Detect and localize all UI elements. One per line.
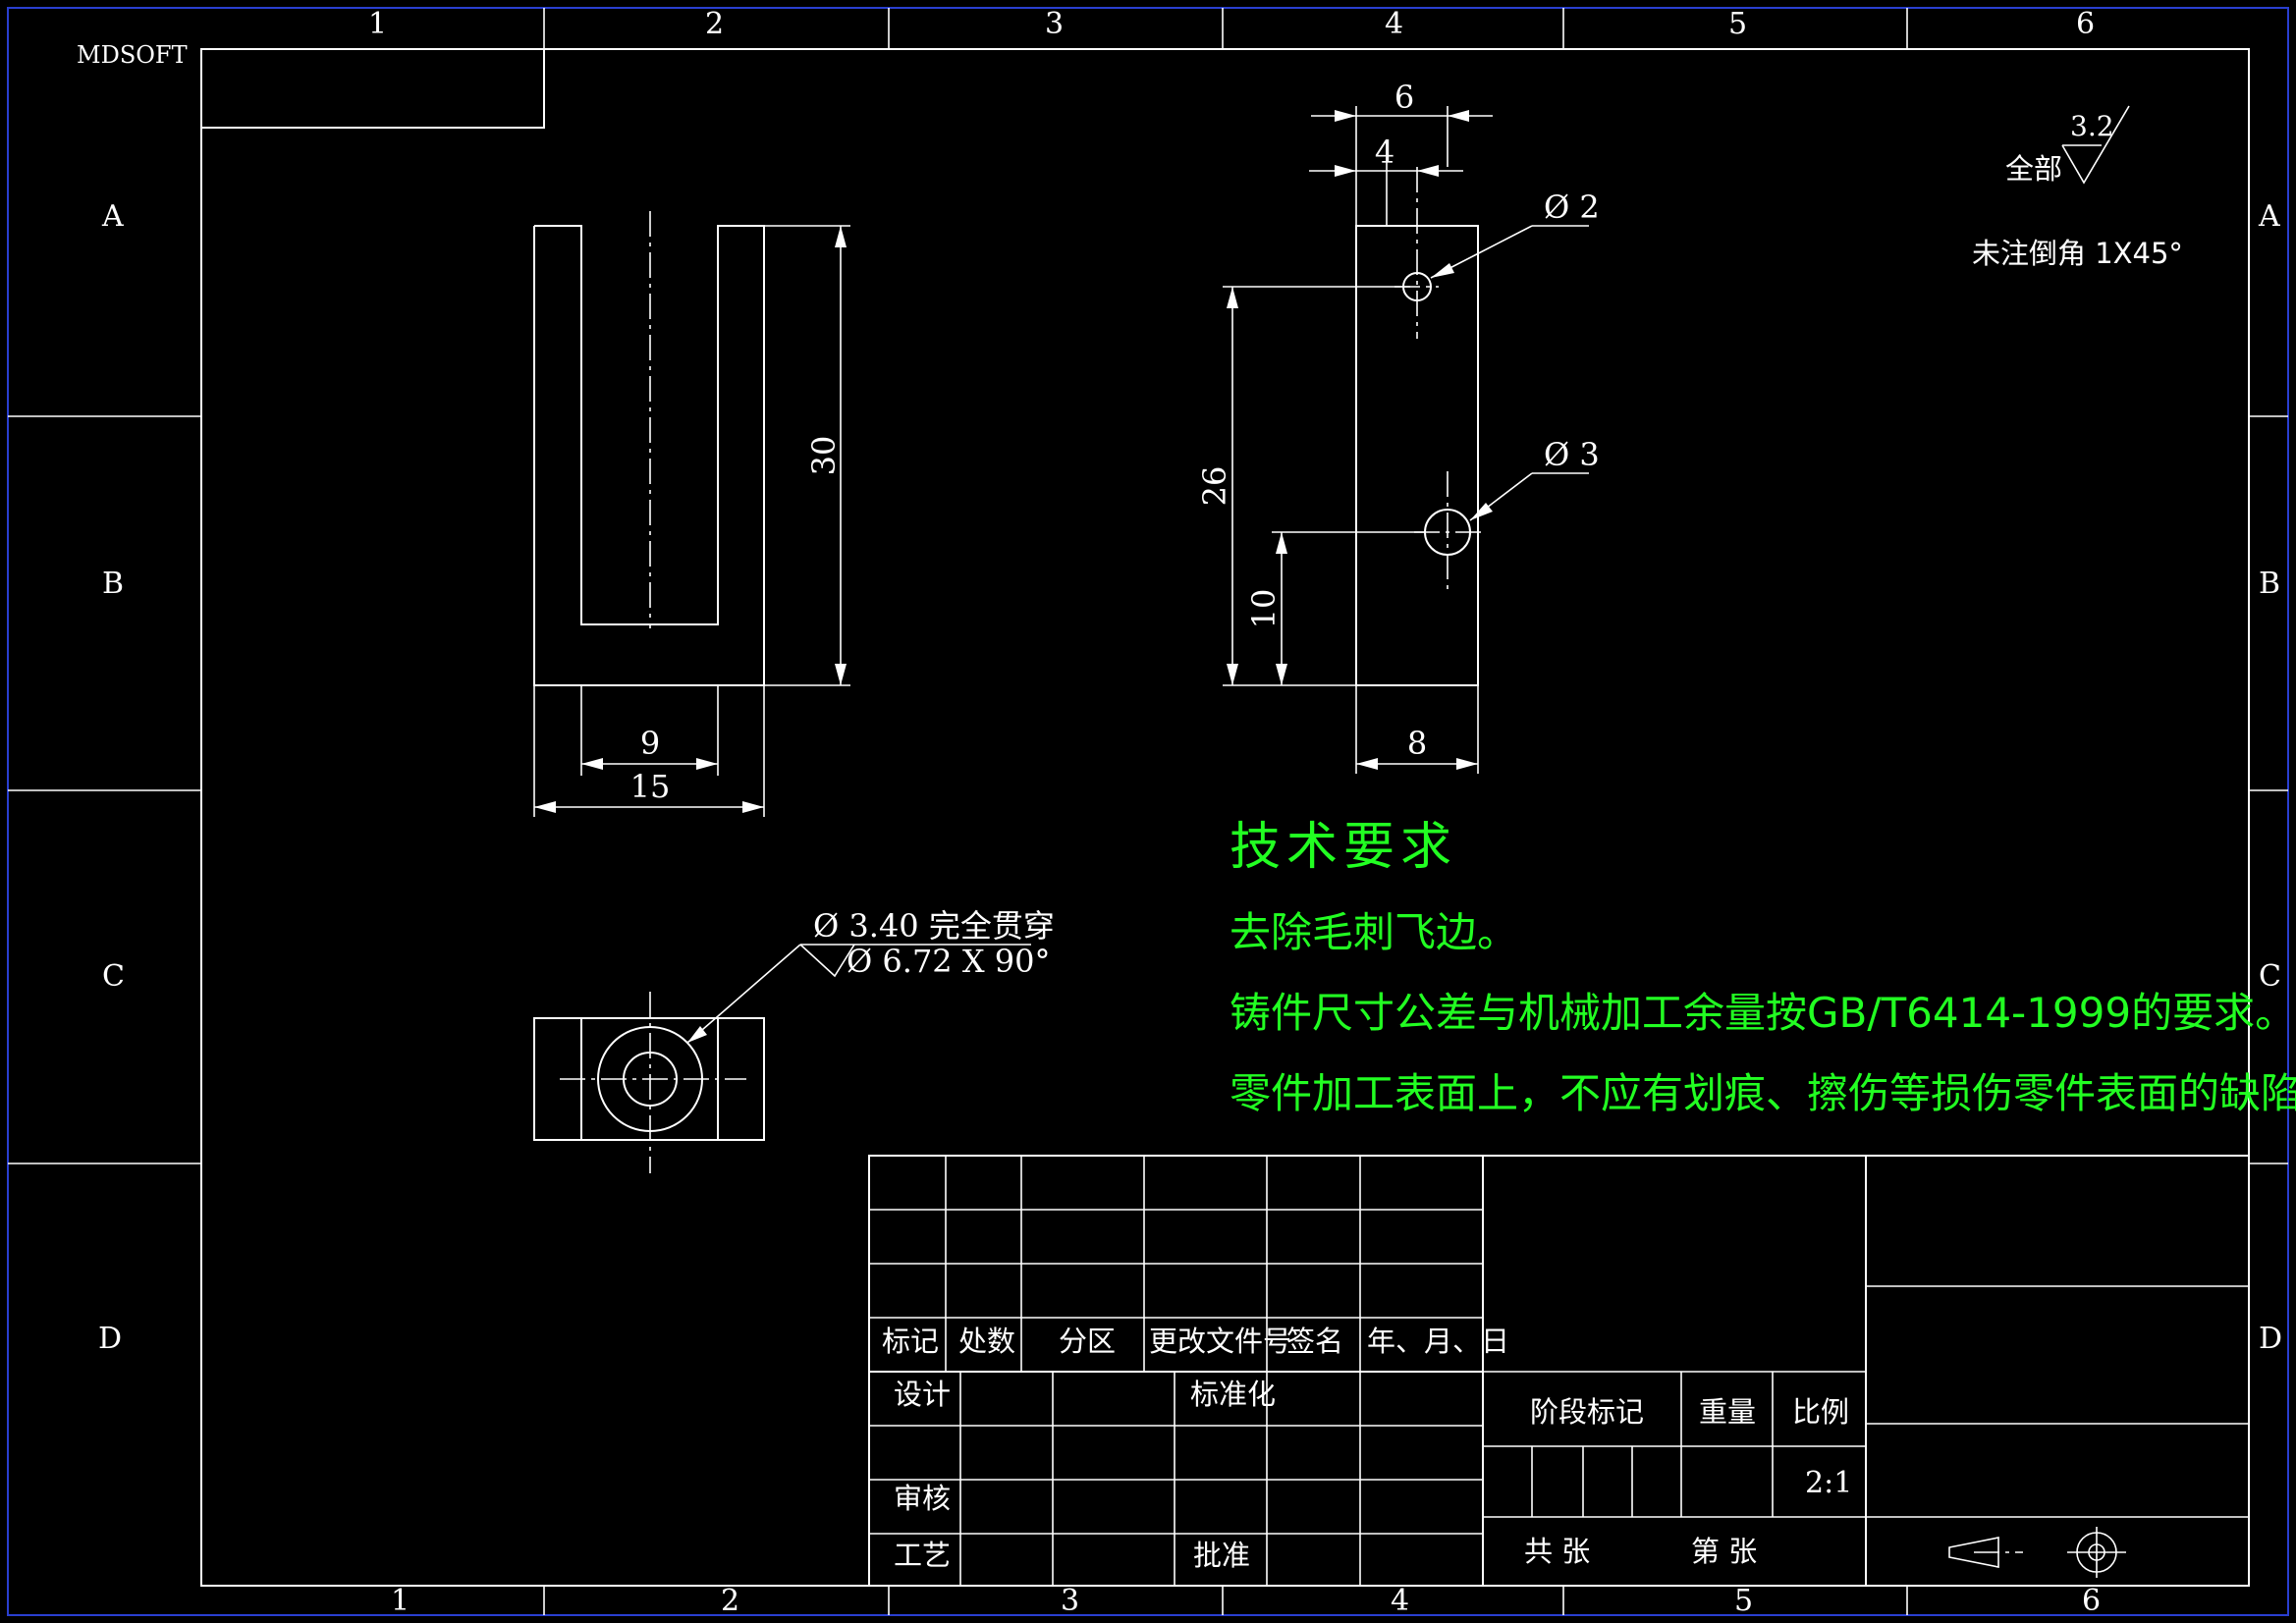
scale-label: 比例 <box>1792 1395 1849 1429</box>
hole-lower-label: Ø 3 <box>1544 436 1600 473</box>
review-label: 审核 <box>894 1482 951 1515</box>
zone-labels-top: 1 2 3 4 5 6 <box>368 7 2095 41</box>
zone-col-4-bottom: 4 <box>1391 1584 1409 1618</box>
zone-col-6: 6 <box>2076 7 2095 41</box>
zone-col-1-bottom: 1 <box>391 1584 410 1618</box>
zone-labels-bottom: 1 2 3 4 5 6 <box>391 1584 2101 1618</box>
roughness-label: 全部 <box>2005 152 2062 186</box>
zone-col-2: 2 <box>705 7 724 41</box>
tech-requirements: 技术要求 去除毛刺飞边。 铸件尺寸公差与机械加工余量按GB/T6414-1999… <box>1230 818 2296 1117</box>
standardization-label: 标准化 <box>1190 1378 1276 1411</box>
zone-row-c-right: C <box>2259 959 2281 994</box>
zone-row-a: A <box>101 199 124 234</box>
zone-row-b-right: B <box>2259 567 2280 601</box>
dim-10: 10 <box>1245 589 1283 629</box>
dim-9: 9 <box>640 725 660 762</box>
design-label: 设计 <box>894 1378 951 1411</box>
zone-col-3-bottom: 3 <box>1061 1584 1079 1618</box>
front-view: 30 9 15 <box>533 211 850 817</box>
rev-header-doc: 更改文件号 <box>1149 1325 1291 1358</box>
dim-6: 6 <box>1394 79 1414 116</box>
zone-row-b: B <box>102 567 124 601</box>
rev-header-sign: 签名 <box>1286 1325 1343 1358</box>
rev-header-zone: 分区 <box>1059 1325 1116 1358</box>
approve-label: 批准 <box>1193 1539 1250 1572</box>
zone-row-d-right: D <box>2259 1322 2282 1356</box>
zone-col-4: 4 <box>1385 7 1403 41</box>
roughness-value: 3.2 <box>2070 110 2114 142</box>
scale-value: 2:1 <box>1805 1466 1852 1500</box>
chamfer-note: 未注倒角 1X45° <box>1972 237 2183 270</box>
hole-upper-label: Ø 2 <box>1544 189 1600 226</box>
hole-callout-line2: Ø 6.72 X 90° <box>847 943 1051 980</box>
zone-labels-right: A B C D <box>2258 199 2282 1356</box>
zone-col-1: 1 <box>368 7 387 41</box>
side-view: 6 4 Ø 2 Ø 3 26 10 8 <box>1196 79 1600 774</box>
rev-header-date: 年、月、日 <box>1367 1325 1509 1358</box>
process-label: 工艺 <box>894 1539 951 1572</box>
roughness-symbol: 3.2 全部 <box>2005 105 2130 186</box>
rev-header-mark: 标记 <box>882 1325 939 1358</box>
revision-headers: 标记 处数 分区 更改文件号 签名 年、月、日 <box>882 1325 1509 1358</box>
outer-border <box>7 7 2289 1616</box>
top-view: Ø 3.40 完全贯穿 Ø 6.72 X 90° <box>533 907 1055 1173</box>
zone-col-5: 5 <box>1728 7 1747 41</box>
zone-dividers <box>8 8 2288 1615</box>
code-box <box>201 49 545 129</box>
zone-labels-left: A B C D <box>98 199 125 1356</box>
title-block <box>868 1155 2250 1587</box>
brand-label: MDSOFT <box>77 41 188 69</box>
zone-row-d: D <box>98 1322 122 1356</box>
tech-item-2: 铸件尺寸公差与机械加工余量按GB/T6414-1999的要求。 <box>1230 989 2296 1037</box>
zone-col-3: 3 <box>1045 7 1064 41</box>
projection-symbol-icon <box>1948 1527 2126 1578</box>
dim-4: 4 <box>1375 134 1394 171</box>
weight-label: 重量 <box>1699 1395 1756 1429</box>
tech-item-1: 去除毛刺飞边。 <box>1230 908 1518 956</box>
dim-15: 15 <box>630 768 671 805</box>
stage-mark-label: 阶段标记 <box>1530 1395 1644 1429</box>
dim-8: 8 <box>1407 725 1427 762</box>
rev-header-count: 处数 <box>958 1325 1015 1358</box>
tech-title: 技术要求 <box>1230 818 1457 877</box>
zone-row-c: C <box>102 959 125 994</box>
zone-col-5-bottom: 5 <box>1734 1584 1753 1618</box>
sheets-total-label: 共 张 <box>1524 1535 1590 1568</box>
zone-row-a-right: A <box>2258 199 2280 234</box>
hole-callout-line1: Ø 3.40 完全贯穿 <box>813 907 1055 945</box>
zone-col-6-bottom: 6 <box>2082 1584 2101 1618</box>
dim-26: 26 <box>1196 466 1233 507</box>
zone-col-2-bottom: 2 <box>721 1584 739 1618</box>
sheet-number-label: 第 张 <box>1691 1535 1757 1568</box>
dim-30: 30 <box>805 436 843 476</box>
tech-item-3: 零件加工表面上，不应有划痕、擦伤等损伤零件表面的缺陷。 <box>1230 1069 2296 1117</box>
